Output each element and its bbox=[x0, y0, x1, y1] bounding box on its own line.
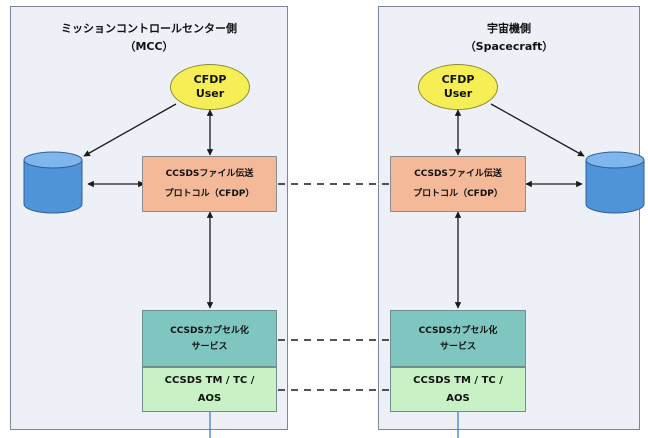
spacecraft-title: 宇宙機側 bbox=[487, 22, 531, 35]
mcc-cfdp-line2: プロトコル（CFDP） bbox=[164, 189, 255, 199]
mcc-user-to-storage-line bbox=[83, 103, 177, 157]
spacecraft-encapsulation-box: CCSDSカプセル化 サービス bbox=[390, 310, 526, 367]
sc-cfdp-user-line2: User bbox=[443, 87, 473, 100]
mcc-storage-icon bbox=[23, 151, 83, 214]
spacecraft-cfdp-protocol-box: CCSDSファイル伝送 プロトコル（CFDP） bbox=[390, 156, 526, 212]
spacecraft-cfdp-user: CFDP User bbox=[418, 64, 498, 110]
sc-link-line1: CCSDS TM / TC / bbox=[413, 374, 503, 386]
mcc-cfdp-protocol-box: CCSDSファイル伝送 プロトコル（CFDP） bbox=[142, 156, 277, 212]
mcc-encap-line1: CCSDSカプセル化 bbox=[170, 325, 249, 336]
mcc-subtitle: （MCC） bbox=[124, 40, 174, 53]
mcc-encap-line2: サービス bbox=[191, 341, 228, 352]
sc-cfdp-line2: プロトコル（CFDP） bbox=[413, 189, 503, 199]
sc-encap-line2: サービス bbox=[439, 341, 476, 352]
sc-cfdp-line1: CCSDSファイル伝送 bbox=[414, 169, 502, 179]
mcc-cfdp-user-line1: CFDP bbox=[193, 73, 227, 86]
mcc-cfdp-line1: CCSDSファイル伝送 bbox=[165, 169, 254, 179]
mcc-cfdp-user-line2: User bbox=[195, 87, 225, 100]
sc-link-line2: AOS bbox=[446, 392, 470, 404]
spacecraft-storage-icon bbox=[585, 151, 645, 214]
mcc-link-line1: CCSDS TM / TC / bbox=[164, 374, 255, 386]
sc-cfdp-user-line1: CFDP bbox=[441, 73, 475, 86]
sc-user-to-storage-line bbox=[490, 103, 585, 157]
mcc-link-layer-box: CCSDS TM / TC / AOS bbox=[142, 367, 277, 412]
mcc-link-line2: AOS bbox=[197, 392, 222, 404]
spacecraft-subtitle: （Spacecraft） bbox=[464, 40, 554, 53]
spacecraft-link-layer-box: CCSDS TM / TC / AOS bbox=[390, 367, 526, 412]
sc-encap-line1: CCSDSカプセル化 bbox=[418, 325, 498, 336]
mcc-title: ミッションコントロールセンター側 bbox=[61, 22, 237, 35]
mcc-encapsulation-box: CCSDSカプセル化 サービス bbox=[142, 310, 277, 367]
mcc-cfdp-user: CFDP User bbox=[170, 64, 250, 110]
